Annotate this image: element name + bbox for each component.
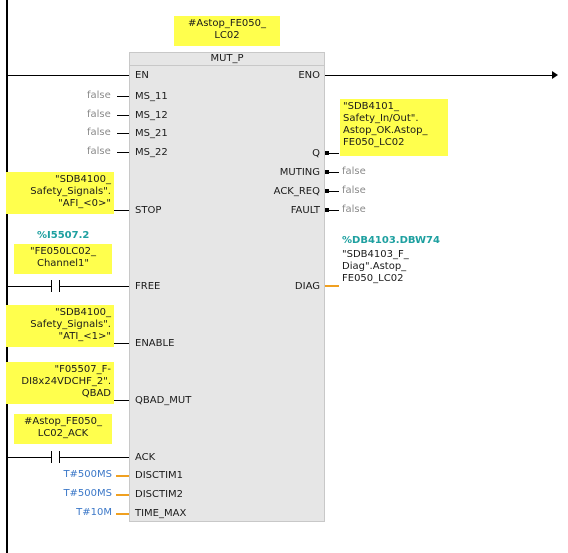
enable-wire: [114, 343, 129, 344]
free-address: %I5507.2: [37, 230, 90, 241]
time-max-wire: [116, 513, 129, 515]
pin-disctim2[interactable]: DISCTIM2: [135, 489, 184, 500]
en-wire: [8, 75, 129, 76]
eno-wire: [325, 75, 555, 76]
left-power-rail: [6, 0, 8, 553]
pin-qbad-mut[interactable]: QBAD_MUT: [135, 395, 192, 406]
pin-time-max[interactable]: TIME_MAX: [135, 508, 187, 519]
pin-ms-22[interactable]: MS_22: [135, 147, 168, 158]
qbad-wire: [114, 400, 129, 401]
diag-address: %DB4103.DBW74: [342, 235, 440, 246]
stop-operand[interactable]: "SDB4100_ Safety_Signals". "AFI_<0>": [6, 172, 114, 214]
ms12-wire: [117, 115, 129, 116]
disctim2-value[interactable]: T#500MS: [63, 488, 112, 499]
diag-operand[interactable]: "SDB4103_F_ Diag".Astop_ FE050_LC02: [342, 249, 409, 284]
pin-enable[interactable]: ENABLE: [135, 338, 175, 349]
ack-req-connector: [325, 189, 329, 193]
pin-en[interactable]: EN: [135, 70, 149, 81]
ms21-wire: [117, 133, 129, 134]
disctim2-wire: [116, 494, 129, 496]
free-wire-right: [59, 286, 129, 287]
ms12-value[interactable]: false: [87, 109, 111, 120]
qbad-operand[interactable]: "F05507_F- DI8x24VDCHF_2". QBAD: [6, 362, 114, 404]
time-max-value[interactable]: T#10M: [76, 507, 112, 518]
disctim1-wire: [116, 475, 129, 477]
mut-p-function-block[interactable]: [129, 52, 325, 522]
ack-req-value[interactable]: false: [342, 185, 366, 196]
q-connector: [325, 151, 329, 155]
ack-operand[interactable]: #Astop_FE050_ LC02_ACK: [14, 414, 112, 444]
ack-wire-left: [8, 457, 51, 458]
pin-stop[interactable]: STOP: [135, 205, 162, 216]
muting-connector: [325, 170, 329, 174]
fault-value[interactable]: false: [342, 204, 366, 215]
wire-arrow-icon: [552, 71, 558, 79]
enable-operand[interactable]: "SDB4100_ Safety_Signals". "ATI_<1>": [6, 305, 114, 347]
ms11-wire: [117, 96, 129, 97]
ack-wire-right: [59, 457, 129, 458]
free-operand[interactable]: "FE050LC02_ Channel1": [14, 244, 112, 274]
fault-connector: [325, 208, 329, 212]
pin-fault[interactable]: FAULT: [290, 205, 320, 216]
instance-db-label[interactable]: #Astop_FE050_ LC02: [174, 16, 280, 46]
stop-wire: [114, 210, 129, 211]
pin-q[interactable]: Q: [312, 148, 320, 159]
disctim1-value[interactable]: T#500MS: [63, 469, 112, 480]
pin-ack[interactable]: ACK: [135, 452, 156, 463]
free-wire-left: [8, 286, 51, 287]
ms22-value[interactable]: false: [87, 146, 111, 157]
muting-wire: [325, 172, 339, 173]
ms11-value[interactable]: false: [87, 90, 111, 101]
ms21-value[interactable]: false: [87, 127, 111, 138]
pin-ms-12[interactable]: MS_12: [135, 110, 168, 121]
pin-diag[interactable]: DIAG: [294, 281, 320, 292]
diag-wire: [325, 285, 339, 287]
pin-ms-21[interactable]: MS_21: [135, 128, 168, 139]
ms22-wire: [117, 152, 129, 153]
pin-muting[interactable]: MUTING: [279, 167, 320, 178]
pin-free[interactable]: FREE: [135, 281, 161, 292]
pin-ms-11[interactable]: MS_11: [135, 91, 168, 102]
q-wire: [325, 153, 339, 154]
ack-req-wire: [325, 191, 339, 192]
fault-wire: [325, 210, 339, 211]
q-operand[interactable]: "SDB4101_ Safety_In/Out". Astop_OK.Astop…: [340, 99, 448, 156]
pin-ack-req[interactable]: ACK_REQ: [273, 186, 320, 197]
block-type-label: MUT_P: [129, 52, 325, 66]
pin-disctim1[interactable]: DISCTIM1: [135, 470, 184, 481]
muting-value[interactable]: false: [342, 166, 366, 177]
pin-eno[interactable]: ENO: [298, 70, 320, 81]
